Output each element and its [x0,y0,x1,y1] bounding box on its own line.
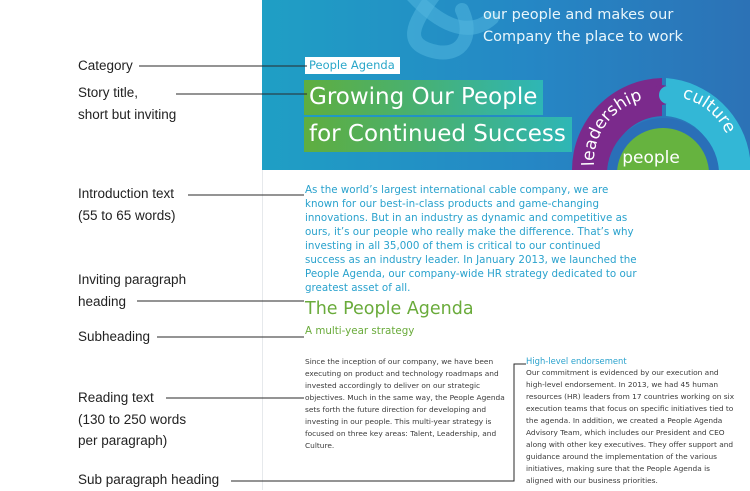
paragraph-heading: The People Agenda [305,299,474,319]
category-tag: People Agenda [305,57,400,74]
story-title-line-1: Growing Our People [304,80,544,115]
reading-text: Since the inception of our company, we h… [305,357,505,450]
annotation-introduction: Introduction text (55 to 65 words) [78,186,176,223]
annotation-reading-text: Reading text (130 to 250 words per parag… [78,390,187,448]
annotation-subheading: Subheading [78,329,151,344]
sub-paragraph-text: Our commitment is evidenced by our execu… [526,368,735,485]
story-title-line-2: for Continued Success [304,117,572,152]
introduction-text: As the world’s largest international cab… [305,184,637,294]
people-label: people [622,148,680,168]
decorative-loop-icon [407,0,499,60]
annotation-inviting-heading: Inviting paragraph heading [78,272,187,309]
sub-paragraph-heading: High-level endorsement [526,356,627,366]
hero-top-text: our people and makes our Company the pla… [483,7,683,45]
subheading: A multi-year strategy [305,325,415,337]
culture-segment [666,78,750,170]
leadership-segment [572,78,662,170]
annotation-sub-paragraph-heading: Sub paragraph heading [78,472,220,487]
annotation-story-title: Story title, short but inviting [78,85,177,122]
annotation-category: Category [78,58,133,73]
people-agenda-wheel: leadership culture people [572,78,750,170]
hero-banner: our people and makes our Company the pla… [262,0,750,170]
